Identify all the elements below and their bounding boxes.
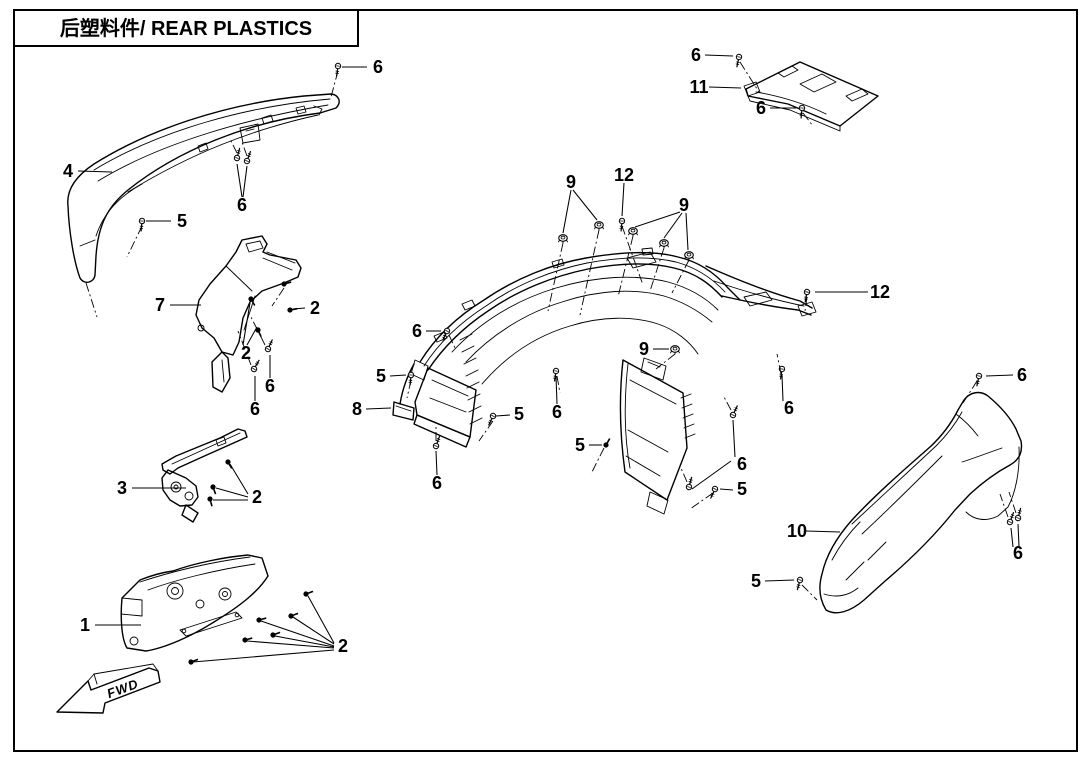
flange-nut-icon: [658, 239, 670, 249]
callout-6-7: 6: [265, 376, 275, 396]
screw-icon: [1014, 506, 1024, 522]
callout-7: 7: [155, 295, 165, 315]
callout-9-23: 9: [639, 339, 649, 359]
part-11-plate: [743, 61, 879, 132]
rear-fender-main: [392, 247, 817, 515]
flange-nut-icon: [627, 227, 639, 237]
fasteners: [137, 53, 1024, 667]
rivet-icon: [286, 305, 299, 314]
callout-6-22: 6: [552, 402, 562, 422]
screw-icon: [797, 104, 806, 120]
screw-icon: [733, 53, 743, 69]
deck-cutout-right: [743, 291, 773, 307]
title-box: [13, 9, 359, 47]
callout-5-20: 5: [514, 404, 524, 424]
flange-nut-icon: [593, 221, 605, 231]
callout-5-24: 5: [575, 435, 585, 455]
callout-9-13: 9: [566, 172, 576, 192]
callout-2-6: 2: [241, 343, 251, 363]
callout-5-2: 5: [177, 211, 187, 231]
screw-icon: [137, 217, 146, 233]
rivet-icon: [601, 436, 613, 450]
part-4-rear-side-panel: [67, 93, 340, 283]
deck-cutout-left: [626, 251, 657, 269]
leader-lines: [77, 54, 1020, 663]
callout-3: 3: [117, 478, 127, 498]
rivet-icon: [208, 482, 219, 496]
callout-11: 11: [689, 77, 708, 97]
callout-5-18: 5: [376, 366, 386, 386]
part-10-side-panel: [819, 391, 1023, 614]
callout-6-17: 6: [412, 321, 422, 341]
screw-icon: [707, 484, 720, 501]
page-border: [13, 9, 1078, 752]
page-title: 后塑料件/ REAR PLASTICS: [60, 16, 312, 40]
callout-4: 4: [63, 161, 73, 181]
flange-nut-icon: [557, 234, 569, 244]
callout-6-0: 6: [373, 57, 383, 77]
title-block: 后塑料件/ REAR PLASTICS: [13, 9, 359, 47]
screw-icon: [728, 403, 741, 420]
callouts: 6 4 5 6 7 2 2 6 6 3 2 1 2 9 12 9 12 6 5 …: [63, 45, 1027, 656]
rivet-icon: [286, 610, 300, 621]
screw-icon: [485, 411, 498, 428]
screw-icon: [973, 372, 983, 388]
screw-icon: [406, 371, 415, 387]
callout-6-27: 6: [784, 398, 794, 418]
callout-6-21: 6: [432, 473, 442, 493]
screw-icon: [617, 217, 626, 233]
callout-1: 1: [80, 615, 90, 635]
callout-2-10: 2: [252, 487, 262, 507]
screw-icon: [263, 337, 276, 354]
callout-6-28: 6: [691, 45, 701, 65]
callout-9-15: 9: [679, 195, 689, 215]
screw-icon: [242, 149, 254, 166]
rivet-icon: [241, 634, 254, 644]
callout-6-31: 6: [1017, 365, 1027, 385]
callout-6-3: 6: [237, 195, 247, 215]
rivet-icon: [206, 495, 216, 508]
part-8-bracket: [392, 401, 415, 421]
screw-icon: [249, 357, 263, 374]
callout-2-5: 2: [310, 298, 320, 318]
axis-lines: [85, 61, 1017, 601]
flange-nut-icon: [669, 345, 681, 355]
callout-10: 10: [787, 521, 807, 541]
callout-2-12: 2: [338, 636, 348, 656]
part-3-bracket: [161, 428, 248, 523]
callout-6-30: 6: [756, 98, 766, 118]
screw-icon: [1005, 510, 1017, 527]
callout-6-25: 6: [737, 454, 747, 474]
callout-5-26: 5: [737, 479, 747, 499]
callout-6-8: 6: [250, 399, 260, 419]
callout-6-33: 6: [1013, 543, 1023, 563]
part-1-side-panel: [120, 554, 269, 652]
fwd-arrow: FWD: [56, 663, 161, 714]
screw-icon: [777, 365, 786, 381]
fwd-label: FWD: [105, 676, 141, 701]
screw-icon: [794, 576, 804, 592]
callout-8: 8: [352, 399, 362, 419]
callout-12-14: 12: [614, 165, 634, 185]
callout-5-34: 5: [751, 571, 761, 591]
callout-12-16: 12: [870, 282, 890, 302]
screw-icon: [431, 434, 443, 451]
